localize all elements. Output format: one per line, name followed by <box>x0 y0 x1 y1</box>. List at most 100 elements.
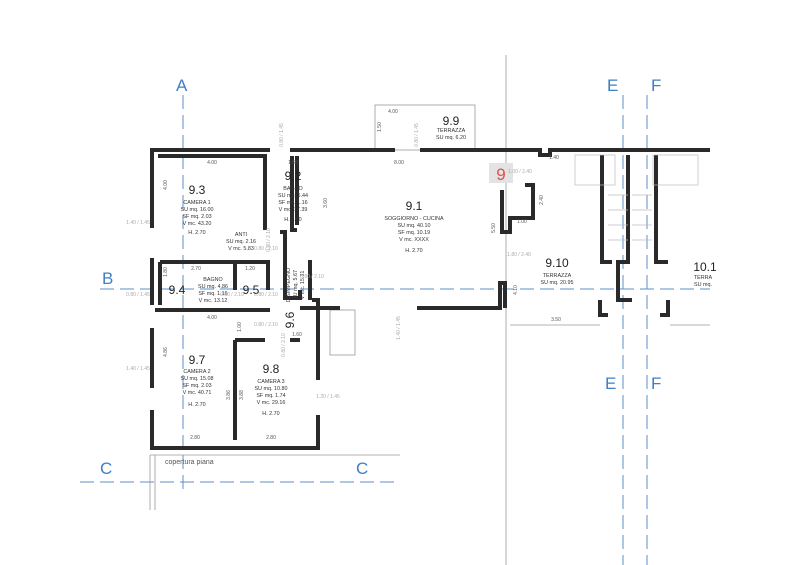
room-number: 9.7 <box>189 353 206 367</box>
room-v: V mc. 29.16 <box>257 400 286 406</box>
room-name: DISIMPEGNO <box>286 268 292 302</box>
room-su: SU mq. 20.95 <box>541 280 574 286</box>
plan-line <box>574 154 616 186</box>
dimension-label: 0.80 / 2.10 <box>220 292 244 298</box>
room-9-6: DISIMPEGNO SU mq. 5.67 V mc. 15.31 9.6 <box>283 268 306 329</box>
dimension-label: 0.80 / 1.45 <box>414 123 420 147</box>
room-number: 9.6 <box>283 311 297 328</box>
room-sf: SF mq. 1.74 <box>256 393 285 399</box>
room-sf: SF mq. 10.19 <box>398 230 430 236</box>
room-h: H. 2.70 <box>262 411 279 417</box>
room-v: V mc. 15.31 <box>300 271 306 300</box>
unit-number: 9 <box>496 165 505 184</box>
plan-line <box>150 148 270 228</box>
axis-a-label: A <box>176 76 188 95</box>
room-su: SU mq. 40.10 <box>398 223 431 229</box>
room-number: 9.9 <box>443 114 460 128</box>
room-v: V mc. 17.39 <box>279 207 308 213</box>
room-sf: SF mq. 2.03 <box>182 383 211 389</box>
room-sf: SF mq. 1.16 <box>198 291 227 297</box>
dimension-label: 0.80 / 2.10 <box>281 333 287 357</box>
dimension-label: 1.40 / 1.45 <box>126 220 150 226</box>
openings: 0.80 / 1.45 1.40 / 1.45 0.80 / 2.10 0.80… <box>126 123 532 400</box>
dimension-label: 0.80 / 1.45 <box>126 292 150 298</box>
room-9-1: 9.1 SOGGIORNO - CUCINA SU mq. 40.10 SF m… <box>384 199 444 254</box>
plan-line <box>500 183 535 234</box>
plan-line <box>600 155 612 264</box>
dimension-label: 1.20 / 1.45 <box>316 394 340 400</box>
dimension-label: 2.70 <box>191 266 201 272</box>
plan-line <box>329 309 356 356</box>
roof-note: copertura piana <box>165 459 214 466</box>
dimension-label: 5.50 <box>491 223 497 233</box>
dimension-label: 0.80 / 2.10 <box>254 246 278 252</box>
dimension-label: 1.40 / 1.45 <box>126 366 150 372</box>
room-v: V mc. 43.20 <box>183 221 212 227</box>
room-su: SU mq. 5.67 <box>293 270 299 300</box>
room-number: 9.5 <box>243 283 260 297</box>
axis-f-label-2: F <box>651 374 661 393</box>
plan-line <box>312 298 320 380</box>
room-name: TERRA <box>694 275 713 281</box>
room-su: SU mq. 6.20 <box>436 135 466 141</box>
room-sf: SF mq. 2.03 <box>182 214 211 220</box>
dimension-label: 1.40 <box>549 155 559 161</box>
room-su: SU mq. 6.44 <box>278 193 308 199</box>
dimension-label: 3.60 <box>323 198 329 208</box>
dimension-label: 1.40 / 1.45 <box>396 316 402 340</box>
room-name: TERRAZZA <box>437 128 466 134</box>
plan-line <box>616 155 632 302</box>
room-h: H. 2.70 <box>284 217 301 223</box>
room-number: 9.8 <box>263 362 280 376</box>
room-name: CAMERA 2 <box>183 369 210 375</box>
plan-line <box>290 156 297 232</box>
plan-line <box>489 163 513 183</box>
plan-line <box>420 148 710 157</box>
room-9-9: 9.9 TERRAZZA SU mq. 6.20 <box>436 114 466 141</box>
room-sf: SF mq. 1.16 <box>278 200 307 206</box>
room-9-8: 9.8 CAMERA 3 SU mq. 10.80 SF mq. 1.74 V … <box>255 362 288 417</box>
room-9-5: 9.5 <box>243 283 260 297</box>
plan-line <box>598 300 608 317</box>
room-su: SU mq. <box>694 282 712 288</box>
dimension-label: 3.86 <box>226 390 232 400</box>
room-name: CAMERA 1 <box>183 200 210 206</box>
room-number: 9.1 <box>406 199 423 213</box>
dimension-label: 0.80 / 2.10 <box>254 292 278 298</box>
room-name: SOGGIORNO - CUCINA <box>384 216 444 222</box>
dimension-label: 2.40 <box>539 195 545 205</box>
room-name: TERRAZZA <box>543 273 572 279</box>
grid-axes: A B C C E F E F <box>80 76 710 565</box>
dimension-label: 0.80 / 2.10 <box>254 322 278 328</box>
dimension-label: 1.20 <box>245 266 255 272</box>
room-su: SU mq. 10.80 <box>255 386 288 392</box>
dimension-label: 0.80 / 2.10 <box>266 228 272 252</box>
dimension-label: 4.00 <box>163 180 169 190</box>
axis-c-label: C <box>100 459 112 478</box>
room-number: 9.4 <box>169 283 186 297</box>
room-number: 10.1 <box>693 260 717 274</box>
room-number: 9.2 <box>285 169 302 183</box>
dimension-label: 1.50 <box>377 122 383 132</box>
axis-b-label: B <box>102 269 113 288</box>
unit-badge: 9 <box>489 163 513 184</box>
axis-e-label: E <box>607 76 618 95</box>
dimension-label: 3.50 <box>551 317 561 323</box>
dimension-label: 0.80 / 1.45 <box>279 123 285 147</box>
dimension-label: 1.80 / 2.40 <box>507 252 531 258</box>
room-su: SU mq. 4.86 <box>198 284 228 290</box>
room-9-10: 9.10 TERRAZZA SU mq. 20.95 <box>541 256 574 286</box>
axis-c-label-2: C <box>356 459 368 478</box>
dimension-label: 1.80 <box>163 267 169 277</box>
dimension-label: 3.88 <box>239 390 245 400</box>
dimensions: 4.00 4.00 1.60 3.60 8.00 1.50 4.00 1.40 … <box>163 109 561 441</box>
room-h: H. 2.70 <box>188 230 205 236</box>
dimension-label: 8.00 <box>394 160 404 166</box>
room-name: CAMERA 3 <box>257 379 284 385</box>
axis-f-label: F <box>651 76 661 95</box>
room-su: SU mq. 2.16 <box>226 239 256 245</box>
context-lines <box>149 55 710 565</box>
room-v: V mc. XXXX <box>399 237 429 243</box>
dimension-label: 4.00 <box>207 315 217 321</box>
